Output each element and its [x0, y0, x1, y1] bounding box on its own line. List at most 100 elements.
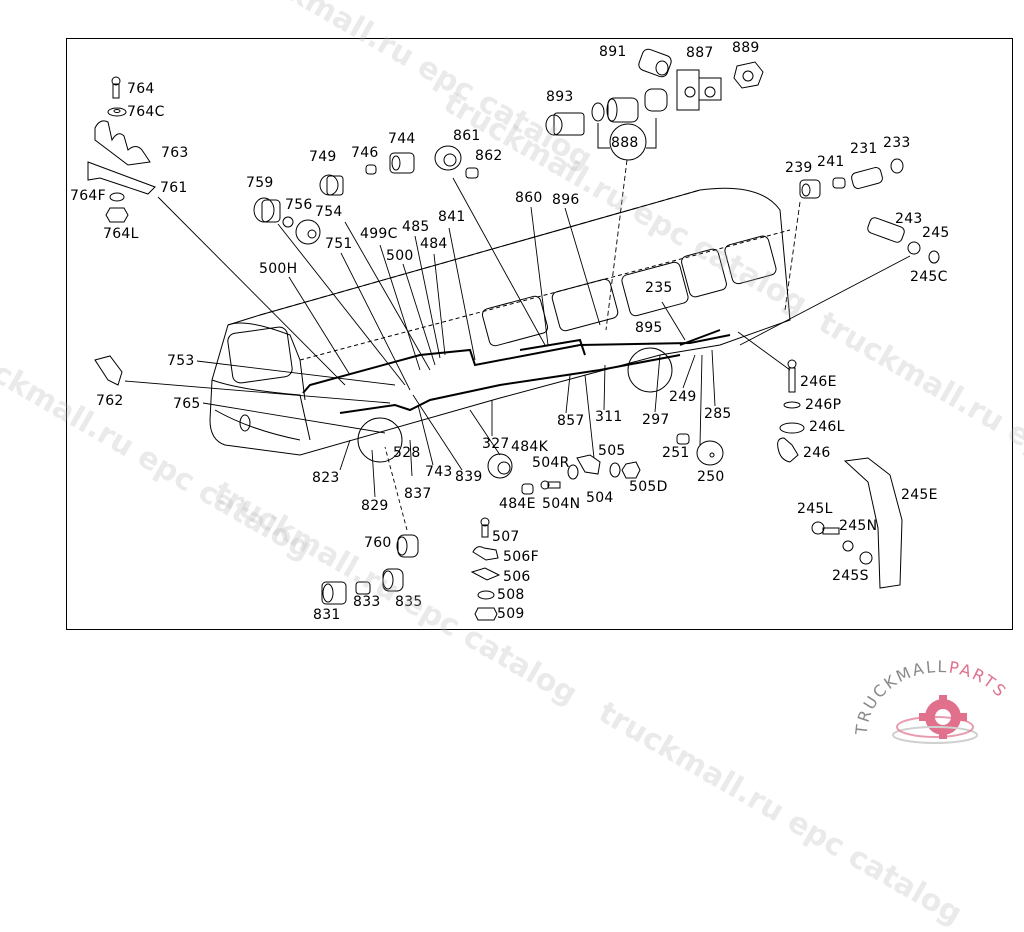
part-callout-245s[interactable]: 245S: [832, 569, 869, 583]
fitting-icon: [546, 113, 584, 135]
part-callout-504r[interactable]: 504R: [532, 456, 570, 470]
fitting-icon: [488, 454, 512, 478]
part-callout-744[interactable]: 744: [388, 132, 416, 146]
part-callout-311[interactable]: 311: [595, 410, 623, 424]
part-callout-765[interactable]: 765: [173, 397, 201, 411]
part-callout-528[interactable]: 528: [393, 446, 421, 460]
part-callout-509[interactable]: 509: [497, 607, 525, 621]
part-callout-246l[interactable]: 246L: [809, 420, 845, 434]
part-callout-507[interactable]: 507: [492, 530, 520, 544]
part-callout-743[interactable]: 743: [425, 465, 453, 479]
part-callout-506[interactable]: 506: [503, 570, 531, 584]
part-callout-823[interactable]: 823: [312, 471, 340, 485]
bolt-icon: [788, 360, 796, 392]
part-callout-760[interactable]: 760: [364, 536, 392, 550]
part-callout-887[interactable]: 887: [686, 46, 714, 60]
part-callout-243[interactable]: 243: [895, 212, 923, 226]
part-callout-751[interactable]: 751: [325, 237, 353, 251]
part-callout-231[interactable]: 231: [850, 142, 878, 156]
plate-icon: [472, 568, 499, 580]
part-callout-504n[interactable]: 504N: [542, 497, 580, 511]
part-callout-835[interactable]: 835: [395, 595, 423, 609]
part-callout-895[interactable]: 895: [635, 321, 663, 335]
spring-washer-icon: [610, 463, 620, 477]
part-callout-829[interactable]: 829: [361, 499, 389, 513]
washer-icon: [780, 423, 804, 433]
fitting-icon: [637, 48, 673, 79]
part-callout-764f[interactable]: 764F: [70, 189, 106, 203]
filter-icon: [645, 89, 667, 111]
spring-washer-icon: [784, 402, 800, 408]
clamp-icon: [778, 438, 798, 462]
part-callout-245n[interactable]: 245N: [839, 519, 877, 533]
part-callout-484k[interactable]: 484K: [511, 440, 548, 454]
truckmall-parts-logo: TRUCKMALLPARTS: [855, 655, 1020, 750]
part-callout-759[interactable]: 759: [246, 176, 274, 190]
part-callout-504[interactable]: 504: [586, 491, 614, 505]
part-callout-235[interactable]: 235: [645, 281, 673, 295]
part-callout-833[interactable]: 833: [353, 595, 381, 609]
part-callout-508[interactable]: 508: [497, 588, 525, 602]
part-callout-500[interactable]: 500: [386, 249, 414, 263]
part-callout-754[interactable]: 754: [315, 205, 343, 219]
part-callout-841[interactable]: 841: [438, 210, 466, 224]
part-callout-500h[interactable]: 500H: [259, 262, 297, 276]
nut-icon: [390, 153, 414, 173]
part-callout-753[interactable]: 753: [167, 354, 195, 368]
part-callout-857[interactable]: 857: [557, 414, 585, 428]
part-callout-505d[interactable]: 505D: [629, 480, 668, 494]
part-callout-251[interactable]: 251: [662, 446, 690, 460]
union-icon: [850, 166, 883, 189]
bus-body: [210, 188, 790, 462]
part-callout-246p[interactable]: 246P: [805, 398, 841, 412]
fitting-icon: [397, 535, 418, 557]
part-callout-762[interactable]: 762: [96, 394, 124, 408]
part-callout-484[interactable]: 484: [420, 237, 448, 251]
part-callout-763[interactable]: 763: [161, 146, 189, 160]
part-callout-250[interactable]: 250: [697, 470, 725, 484]
part-callout-506f[interactable]: 506F: [503, 550, 539, 564]
part-callout-756[interactable]: 756: [285, 198, 313, 212]
part-callout-746[interactable]: 746: [351, 146, 379, 160]
bolt-icon: [812, 522, 839, 534]
part-callout-896[interactable]: 896: [552, 193, 580, 207]
part-callout-239[interactable]: 239: [785, 161, 813, 175]
part-callout-860[interactable]: 860: [515, 191, 543, 205]
part-callout-888[interactable]: 888: [611, 136, 639, 150]
part-callout-246[interactable]: 246: [803, 446, 831, 460]
part-callout-241[interactable]: 241: [817, 155, 845, 169]
part-callout-891[interactable]: 891: [599, 45, 627, 59]
part-callout-485[interactable]: 485: [402, 220, 430, 234]
part-callout-246e[interactable]: 246E: [800, 375, 837, 389]
part-callout-249[interactable]: 249: [669, 390, 697, 404]
part-callout-499c[interactable]: 499C: [360, 227, 398, 241]
part-callout-505[interactable]: 505: [598, 444, 626, 458]
part-callout-761[interactable]: 761: [160, 181, 188, 195]
part-callout-749[interactable]: 749: [309, 150, 337, 164]
part-callout-764c[interactable]: 764C: [127, 105, 165, 119]
part-callout-889[interactable]: 889: [732, 41, 760, 55]
part-callout-862[interactable]: 862: [475, 149, 503, 163]
part-callout-484e[interactable]: 484E: [499, 497, 536, 511]
part-callout-297[interactable]: 297: [642, 413, 670, 427]
part-callout-245l[interactable]: 245L: [797, 502, 833, 516]
clamp-icon: [473, 547, 498, 560]
part-callout-764[interactable]: 764: [127, 82, 155, 96]
part-callout-831[interactable]: 831: [313, 608, 341, 622]
part-callout-245c[interactable]: 245C: [910, 270, 948, 284]
part-callout-245e[interactable]: 245E: [901, 488, 938, 502]
spring-washer-icon: [478, 591, 494, 599]
part-callout-837[interactable]: 837: [404, 487, 432, 501]
part-callout-285[interactable]: 285: [704, 407, 732, 421]
fitting-icon: [466, 168, 478, 178]
fitting-icon: [366, 165, 376, 174]
washer-icon: [108, 108, 126, 116]
part-callout-245[interactable]: 245: [922, 226, 950, 240]
part-callout-893[interactable]: 893: [546, 90, 574, 104]
part-callout-764l[interactable]: 764L: [103, 227, 139, 241]
part-callout-839[interactable]: 839: [455, 470, 483, 484]
part-callout-861[interactable]: 861: [453, 129, 481, 143]
part-callout-233[interactable]: 233: [883, 136, 911, 150]
part-callout-327[interactable]: 327: [482, 437, 510, 451]
fitting-icon: [383, 569, 403, 591]
